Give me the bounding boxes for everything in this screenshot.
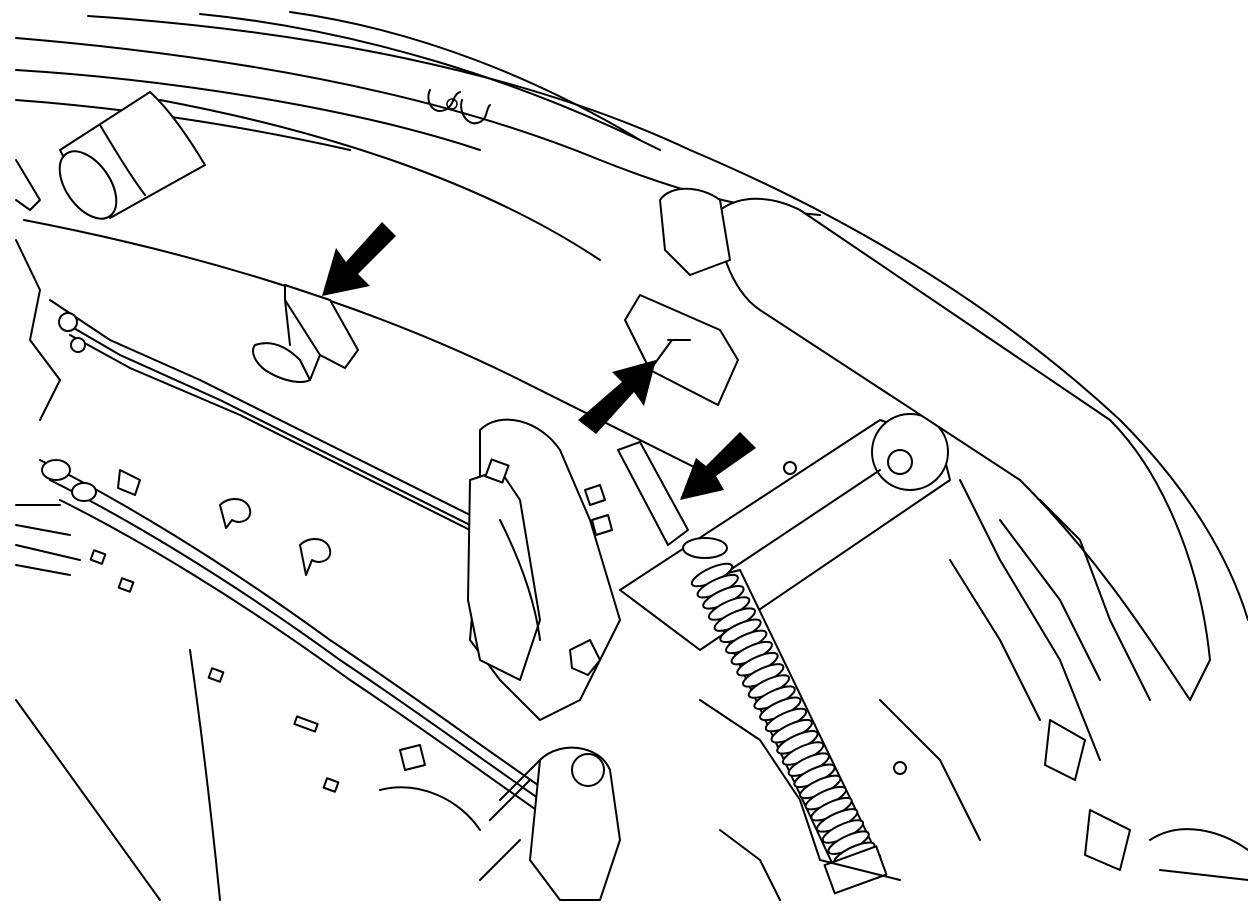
hinge-bracket [467,418,621,721]
arrow-cap-up [578,360,656,434]
panel-clips [117,469,332,576]
grommet-boot [58,91,206,220]
upper-body-panel [15,11,1248,621]
spring-strut [682,537,888,895]
lower-hinge [379,744,621,901]
lower-right-structure [699,699,1248,901]
lower-left-lines [15,649,221,901]
retaining-strap [617,441,689,546]
retainer-clip [252,284,359,383]
arrow-clip-left [322,222,396,296]
top-edge-clips [427,89,491,125]
tube-bundle [15,459,581,841]
callout-arrows [322,222,756,500]
left-frame-rail [15,159,521,541]
arrow-strap [680,432,756,500]
right-trim-panel [659,187,1211,871]
